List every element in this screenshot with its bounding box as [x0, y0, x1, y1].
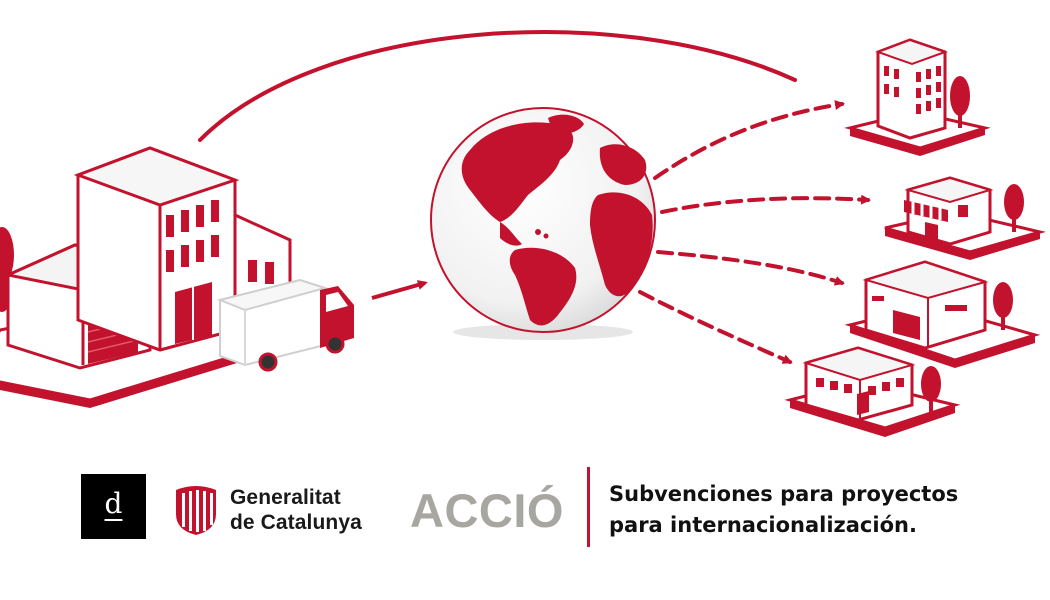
generalitat-line-2: de Catalunya: [230, 511, 362, 534]
tagline-line-1: Subvenciones para proyectos: [609, 482, 959, 506]
tagline: Subvenciones para proyectos para interna…: [609, 479, 1039, 541]
generalitat-logo: Generalitat de Catalunya: [172, 482, 362, 538]
tree-icon: [1004, 184, 1024, 232]
dashed-arrows: [638, 100, 871, 364]
tree-icon: [950, 76, 970, 128]
to-globe-arrow: [371, 280, 428, 300]
accio-logo: ACCIÓ: [410, 484, 564, 537]
top-arc-arrow: [198, 30, 797, 142]
office-building-icon: [844, 38, 991, 156]
warehouse-icon: [844, 260, 1041, 368]
tree-icon: [921, 366, 941, 414]
small-office-icon: [784, 346, 961, 437]
catalonia-seal-icon: [176, 486, 216, 535]
tree-icon: [993, 282, 1013, 330]
factory-icon: [0, 146, 292, 408]
delivery-truck-icon: [216, 278, 354, 372]
shop-icon: [884, 176, 1046, 260]
d-logo-letter: d: [104, 486, 123, 520]
tagline-line-2: para internacionalización.: [609, 513, 917, 537]
vertical-divider: [587, 467, 590, 547]
d-logo: d: [81, 474, 146, 539]
globe-icon: [430, 107, 656, 340]
export-illustration: [0, 30, 1046, 437]
generalitat-line-1: Generalitat: [230, 486, 341, 509]
